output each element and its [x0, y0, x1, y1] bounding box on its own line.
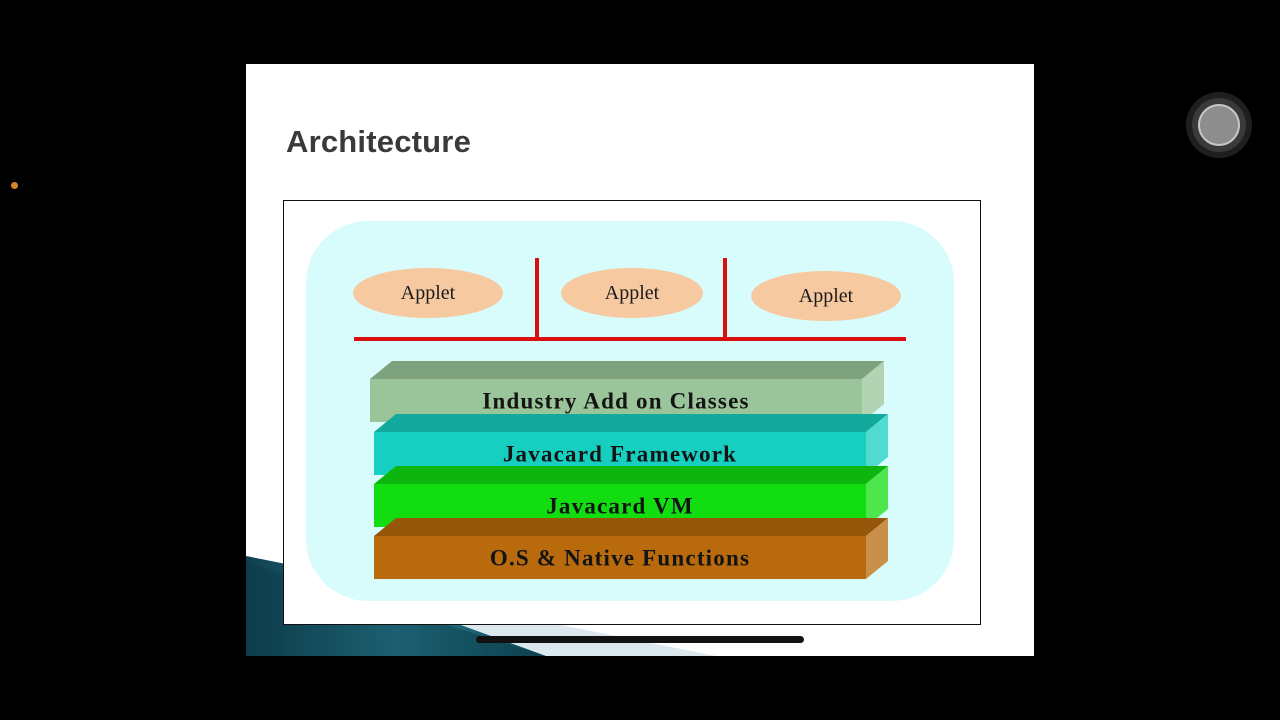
architecture-diagram: Applet Applet Applet Industry Add on Class… [283, 200, 981, 625]
applet-ellipse [353, 268, 503, 318]
layer-label: Industry Add on Classes [482, 389, 749, 414]
home-indicator-bar[interactable] [476, 636, 804, 643]
layer-side-face [866, 466, 888, 527]
architecture-diagram-svg: Applet Applet Applet Industry Add on Class… [306, 221, 954, 601]
layer-side-face [866, 414, 888, 475]
layer-front-face [374, 536, 866, 579]
applet-ellipse [751, 271, 901, 321]
layer-label: O.S & Native Functions [490, 546, 750, 571]
applet-label: Applet [401, 282, 456, 304]
slide-title: Architecture [286, 124, 472, 159]
assistive-touch-button[interactable] [1186, 92, 1252, 158]
orange-dot-indicator [11, 182, 18, 189]
presentation-slide: Architecture Applet Applet Applet Industry… [246, 64, 1034, 656]
layer-side-face [862, 361, 884, 422]
layer-top-face [374, 518, 888, 536]
layer-top-face [374, 466, 888, 484]
applet-label: Applet [799, 285, 854, 307]
layer-top-face [374, 414, 888, 432]
layer-label: Javacard VM [546, 494, 694, 519]
layer-side-face [866, 518, 888, 579]
layer-label: Javacard Framework [503, 442, 737, 467]
applet-ellipse [561, 268, 703, 318]
assistive-touch-core [1198, 104, 1240, 146]
layer-top-face [370, 361, 884, 379]
applet-label: Applet [605, 282, 660, 304]
